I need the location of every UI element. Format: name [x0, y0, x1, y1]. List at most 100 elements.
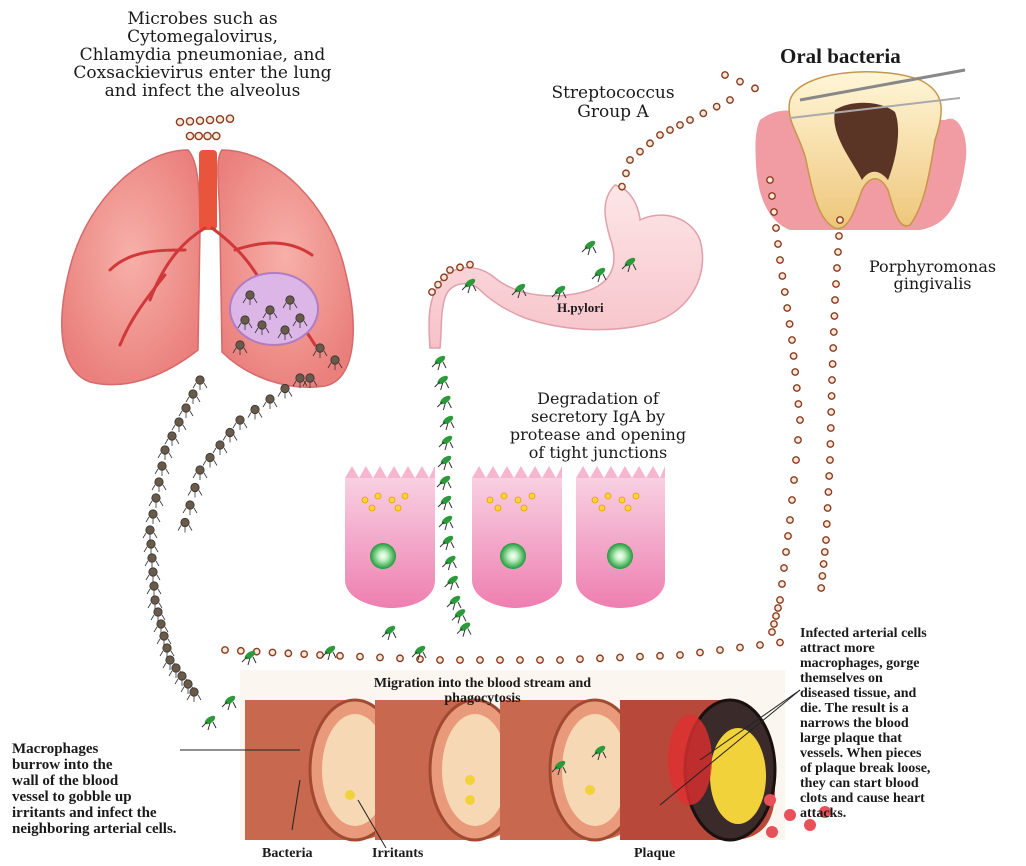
bacterium — [442, 554, 457, 570]
granule — [375, 493, 381, 499]
microbe-dot — [617, 654, 623, 660]
microbe-dot — [441, 274, 447, 280]
microbe-dot — [773, 225, 779, 231]
microbe-dot — [285, 650, 291, 656]
h-pylori-label: H.pylori — [557, 300, 604, 316]
microbe-dot — [619, 183, 625, 189]
microbe-dot — [828, 409, 834, 415]
microbe-dot — [823, 537, 829, 543]
microbe-dot — [824, 521, 830, 527]
microbe-dot — [623, 170, 629, 176]
plaque-fragment — [784, 809, 796, 821]
microbe-dot — [713, 103, 719, 109]
microbe-dot — [831, 329, 837, 335]
granule — [619, 497, 625, 503]
bacterium — [452, 607, 467, 623]
microbe-dot — [833, 281, 839, 287]
bacterium — [438, 454, 453, 470]
granule — [362, 497, 368, 503]
microbe-dot — [773, 613, 779, 619]
microbe-dot — [829, 361, 835, 367]
macrophages-label: Macrophages burrow into the wall of the … — [12, 741, 302, 837]
microbe-dot — [795, 437, 801, 443]
microbe-dot — [828, 393, 834, 399]
virus-particle — [144, 540, 158, 554]
microbe-dot — [717, 647, 723, 653]
virus-particle — [193, 376, 207, 390]
bacterium — [322, 644, 337, 660]
streptococcus-label: Streptococcus Group A — [528, 84, 698, 122]
virus-particle — [187, 688, 201, 702]
microbe-dot — [797, 417, 803, 423]
microbe-dot — [769, 629, 775, 635]
virus-particle — [203, 453, 217, 467]
microbe-dot — [837, 217, 843, 223]
bacterium — [439, 434, 454, 450]
microbe-dot — [216, 116, 223, 123]
virus-particle — [233, 416, 247, 430]
microbe-dot — [830, 345, 836, 351]
bacterium — [202, 714, 217, 730]
microbe-dot — [204, 132, 211, 139]
virus-particle — [172, 418, 186, 432]
microbe-dot — [195, 132, 202, 139]
microbe-dot — [677, 652, 683, 658]
microbe-dot — [771, 209, 777, 215]
virus-particle — [147, 582, 161, 596]
microbe-dot — [775, 605, 781, 611]
granule — [369, 505, 375, 511]
cell-right — [576, 466, 665, 608]
microbe-dot — [793, 457, 799, 463]
virus-particle — [146, 510, 160, 524]
bacteria-label: Bacteria — [262, 846, 313, 862]
virus-particle — [248, 405, 262, 419]
microbe-dot — [447, 267, 453, 273]
microbe-dot — [301, 651, 307, 657]
microbe-dot — [757, 642, 763, 648]
microbe-dot — [779, 581, 785, 587]
epithelial-cells — [345, 466, 665, 608]
microbe-dot — [831, 313, 837, 319]
microbe-dot — [213, 132, 220, 139]
granule — [495, 505, 501, 511]
microbe-dot — [783, 549, 789, 555]
virus-particle — [263, 395, 277, 409]
microbe-dot — [700, 110, 706, 116]
virus-particle — [213, 441, 227, 455]
granule — [625, 505, 631, 511]
bacterium — [432, 354, 447, 370]
microbe-dot — [637, 148, 643, 154]
virus-particle — [152, 478, 166, 492]
granule — [529, 493, 535, 499]
microbe-dot — [377, 654, 383, 660]
microbe-dot — [222, 647, 228, 653]
microbe-dot — [819, 573, 825, 579]
microbe-dot — [226, 115, 233, 122]
microbe-dot — [697, 649, 703, 655]
microbe-dot — [836, 233, 842, 239]
microbe-dot — [737, 78, 743, 84]
microbe-dot — [818, 585, 824, 591]
microbe-dot — [790, 353, 796, 359]
vessel-4 — [620, 700, 775, 840]
virus-particle — [149, 494, 163, 508]
virus-particle — [223, 428, 237, 442]
microbe-dot — [196, 117, 203, 124]
microbe-dot — [497, 657, 503, 663]
microbe-dot — [186, 132, 193, 139]
right-lung — [218, 150, 353, 387]
virus-particle — [178, 518, 192, 532]
migration-label: Migration into the blood stream and phag… — [280, 676, 685, 706]
microbe-dot — [477, 657, 483, 663]
microbe-dot — [791, 477, 797, 483]
plaque-label: Plaque — [634, 846, 675, 862]
microbe-dot — [792, 369, 798, 375]
microbe-dot — [657, 653, 663, 659]
virus-particle — [165, 432, 179, 446]
microbe-dot — [667, 127, 673, 133]
microbe-dot — [829, 377, 835, 383]
bacterium — [582, 239, 597, 255]
microbe-dot — [777, 597, 783, 603]
lungs — [62, 115, 353, 388]
